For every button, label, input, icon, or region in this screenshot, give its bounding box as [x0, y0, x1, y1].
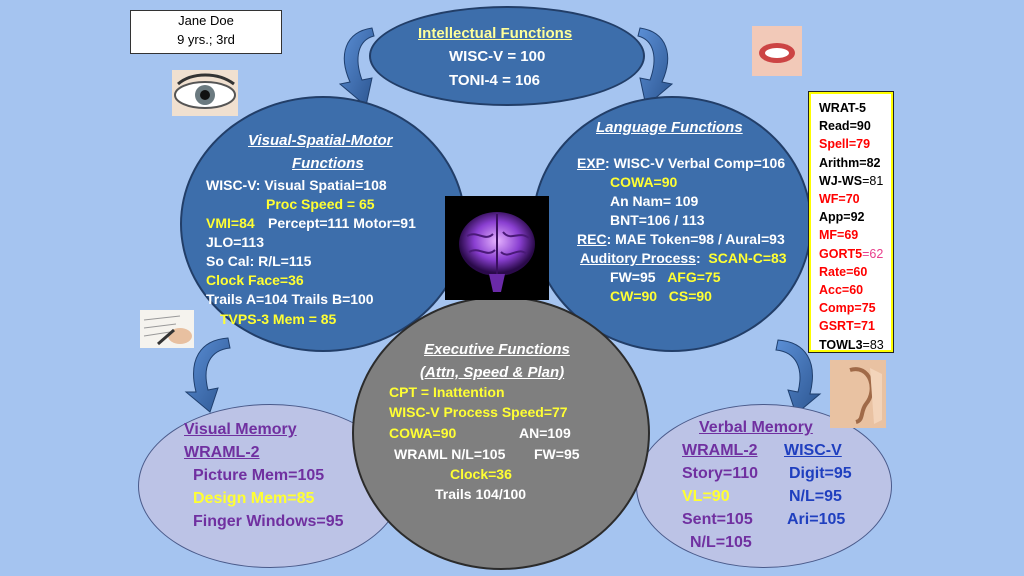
lang-rec-label: REC: [577, 231, 607, 247]
patient-name: Jane Doe: [178, 13, 234, 28]
vs-line-wisc: WISC-V: Visual Spatial=108: [206, 177, 387, 193]
verbal-memory-nl2: N/L=105: [690, 534, 752, 551]
gort-value: =62: [862, 246, 884, 261]
vs-line-tvps: TVPS-3 Mem = 85: [220, 311, 337, 327]
exec-wisc-ps: WISC-V Process Speed=77: [389, 404, 568, 420]
towl-value: =83: [862, 337, 884, 352]
visual-memory-finger: Finger Windows=95: [193, 513, 344, 530]
intellectual-circle: [369, 6, 645, 106]
intellectual-wisc: WISC-V = 100: [449, 48, 546, 65]
verbal-memory-sent: Sent=105: [682, 511, 753, 528]
lang-an-nam: An Nam= 109: [610, 193, 699, 209]
vs-line-vmi: VMI=84: [206, 215, 255, 231]
lang-exp-text: : WISC-V Verbal Comp=106: [605, 155, 786, 171]
curved-arrow-right: [775, 339, 822, 415]
exec-clock: Clock=36: [450, 466, 512, 482]
curved-arrow-left: [184, 337, 231, 413]
wrat-acc: Acc=60: [819, 283, 864, 298]
vs-line-trails: Trails A=104 Trails B=100: [206, 291, 374, 307]
curved-arrow-top-left: [338, 27, 375, 107]
vs-line-clock: Clock Face=36: [206, 272, 304, 288]
verbal-memory-vl: VL=90: [682, 488, 730, 505]
verbal-memory-digit: Digit=95: [789, 465, 852, 482]
visual-spatial-title-1: Visual-Spatial-Motor: [248, 132, 393, 149]
achievement-scores-box: WRAT-5 Read=90 Spell=79 Arithm=82 WJ-WS=…: [808, 91, 894, 353]
wrat-app: App=92: [819, 210, 865, 225]
wrat-mf: MF=69: [819, 228, 859, 243]
lang-aud-colon: :: [695, 250, 701, 266]
exec-fw: FW=95: [534, 446, 580, 462]
verbal-memory-wisc: WISC-V: [784, 442, 842, 459]
visual-memory-picture: Picture Mem=105: [193, 467, 325, 484]
vs-line-percept-motor: Percept=111 Motor=91: [268, 215, 416, 231]
towl-label: TOWL3: [819, 337, 863, 352]
wrat-arith: Arithm=82: [819, 155, 881, 170]
mouth-photo: [752, 26, 802, 76]
wjws-value: =81: [862, 173, 884, 188]
wrat-gsrt: GSRT=71: [819, 319, 875, 334]
executive-title-2: (Attn, Speed & Plan): [420, 364, 565, 381]
patient-age-grade: 9 yrs.; 3rd: [177, 32, 235, 47]
visual-spatial-circle: [180, 96, 466, 352]
language-title: Language Functions: [596, 119, 743, 136]
writing-hand-photo: [140, 310, 194, 348]
lang-cs: CS=90: [668, 288, 712, 304]
lang-exp-label: EXP: [577, 155, 606, 171]
wrat-comp: Comp=75: [819, 301, 876, 316]
verbal-memory-story: Story=110: [682, 465, 759, 482]
lang-cw: CW=90: [610, 288, 658, 304]
executive-circle: [352, 296, 650, 570]
exec-wraml: WRAML N/L=105: [394, 446, 506, 462]
intellectual-title: Intellectual Functions: [418, 25, 573, 42]
wrat-spell: Spell=79: [819, 137, 871, 152]
wjws-label: WJ-WS: [819, 173, 863, 188]
brain-icon: [445, 196, 549, 300]
visual-memory-title: Visual Memory: [184, 421, 297, 438]
patient-info-box: Jane Doe 9 yrs.; 3rd: [130, 10, 282, 54]
wrat-rate: Rate=60: [819, 264, 868, 279]
lang-aud-label: Auditory Process: [580, 250, 696, 266]
vs-line-proc-speed: Proc Speed = 65: [266, 196, 375, 212]
exec-cpt: CPT = Inattention: [389, 384, 505, 400]
verbal-memory-title: Verbal Memory: [699, 419, 813, 436]
vs-line-socal: So Cal: R/L=115: [206, 253, 312, 269]
lang-bnt: BNT=106 / 113: [610, 212, 705, 228]
executive-title-1: Executive Functions: [424, 341, 570, 358]
intellectual-toni: TONI-4 = 106: [449, 72, 541, 89]
verbal-memory-ari: Ari=105: [787, 511, 846, 528]
vs-line-jlo: JLO=113: [206, 234, 264, 250]
gort-label: GORT5: [819, 246, 863, 261]
verbal-memory-wraml: WRAML-2: [682, 442, 758, 459]
verbal-memory-circle: [636, 404, 892, 568]
wrat-read: Read=90: [819, 119, 871, 134]
lang-afg: AFG=75: [667, 269, 721, 285]
exec-an: AN=109: [519, 425, 571, 441]
lang-rec-text: : MAE Token=98 / Aural=93: [606, 231, 785, 247]
lang-scan: SCAN-C=83: [708, 250, 787, 266]
lang-fw: FW=95: [610, 269, 656, 285]
exec-trails: Trails 104/100: [435, 486, 527, 502]
wrat-wf: WF=70: [819, 192, 860, 207]
wrat-title: WRAT-5: [819, 101, 866, 115]
ear-photo: [830, 360, 886, 428]
exec-cowa: COWA=90: [389, 425, 457, 441]
curved-arrow-top-right: [637, 27, 674, 107]
eye-photo: [172, 70, 238, 116]
verbal-memory-nl: N/L=95: [789, 488, 842, 505]
visual-memory-design: Design Mem=85: [193, 490, 315, 507]
visual-memory-wraml: WRAML-2: [184, 444, 260, 461]
lang-cowa: COWA=90: [610, 174, 678, 190]
visual-spatial-title-2: Functions: [292, 155, 364, 172]
